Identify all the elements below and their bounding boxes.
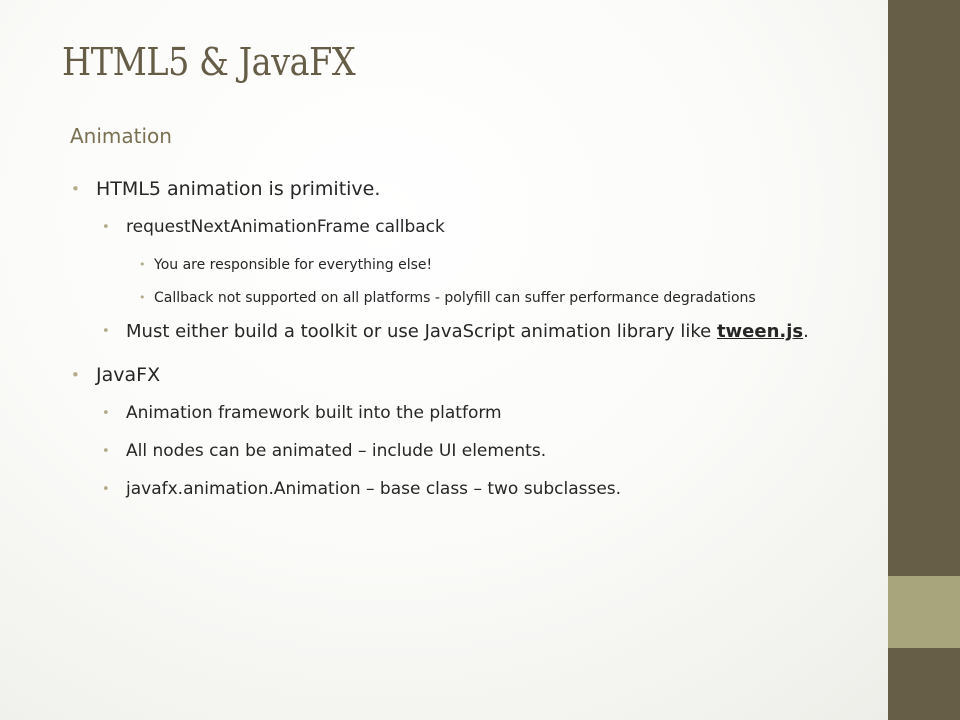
bullet-callback-support: • Callback not supported on all platform…	[70, 285, 824, 311]
bullet-text: javafx.animation.Animation – base class …	[126, 479, 622, 499]
slide-subtitle: Animation	[70, 124, 172, 148]
bullet-dot: •	[102, 220, 110, 235]
bullet-dot: •	[139, 291, 146, 304]
bullet-dot: •	[139, 258, 146, 271]
bullet-text: All nodes can be animated – include UI e…	[126, 441, 547, 461]
bullet-list: • HTML5 animation is primitive. • reques…	[70, 174, 860, 514]
bullet-text: You are responsible for everything else!	[154, 257, 433, 273]
bullet-dot: •	[102, 482, 110, 497]
bullet-dot: •	[71, 366, 80, 384]
bullet-framework: • Animation framework built into the pla…	[70, 400, 860, 427]
tween-js-link[interactable]: tween.js	[716, 321, 804, 342]
bullet-text: Must either build a toolkit or use JavaS…	[126, 321, 717, 342]
bullet-text: Callback not supported on all platforms …	[154, 290, 756, 306]
bullet-javafx: • JavaFX	[70, 360, 860, 390]
bullet-text-end: .	[803, 321, 809, 342]
slide-canvas: HTML5 & JavaFX Animation • HTML5 animati…	[62, 40, 860, 514]
bullet-text: JavaFX	[96, 364, 161, 386]
bullet-text: requestNextAnimationFrame callback	[126, 217, 445, 237]
bullet-dot: •	[71, 180, 80, 198]
bullet-dot: •	[102, 324, 110, 339]
bullet-text: Animation framework built into the platf…	[126, 403, 502, 423]
bullet-dot: •	[102, 406, 110, 421]
sidebar-band-accent	[888, 576, 960, 648]
bullet-animation-class: • javafx.animation.Animation – base clas…	[70, 476, 860, 503]
bullet-responsible: • You are responsible for everything els…	[70, 252, 860, 278]
bullet-dot: •	[102, 444, 110, 459]
bullet-text: HTML5 animation is primitive.	[96, 178, 381, 200]
bullet-html5: • HTML5 animation is primitive.	[70, 174, 860, 204]
bullet-nodes-animated: • All nodes can be animated – include UI…	[70, 438, 860, 465]
bullet-toolkit: • Must either build a toolkit or use Jav…	[70, 318, 860, 346]
decorative-sidebar	[888, 0, 960, 720]
slide-title: HTML5 & JavaFX	[62, 40, 356, 84]
sidebar-band-top	[888, 0, 960, 576]
bullet-request-frame: • requestNextAnimationFrame callback	[70, 214, 860, 241]
sidebar-band-bottom	[888, 648, 960, 720]
